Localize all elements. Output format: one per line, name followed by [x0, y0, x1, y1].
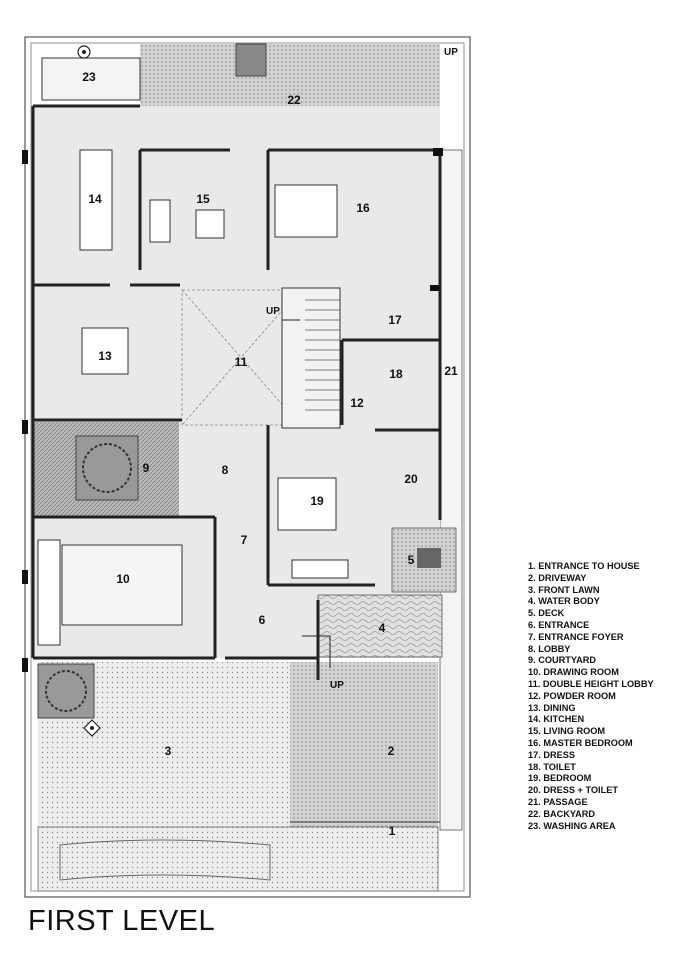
deck-table [417, 548, 441, 568]
legend-item: 10. DRAWING ROOM [528, 667, 619, 678]
lawn-tree-box [37, 663, 95, 719]
room-label-16: 16 [356, 201, 370, 215]
kitchen-island [79, 149, 113, 251]
legend-item: 20. DRESS + TOILET [528, 785, 618, 796]
room-label-7: 7 [241, 533, 248, 547]
up-label-entrance: UP [330, 680, 344, 691]
legend-item: 17. DRESS [528, 749, 575, 760]
room-label-10: 10 [116, 572, 130, 586]
legend-item: 3. FRONT LAWN [528, 584, 600, 595]
master-bed [274, 184, 338, 238]
legend-item: 8. LOBBY [528, 643, 571, 654]
dining-table [81, 327, 129, 375]
room-label-17: 17 [388, 313, 402, 327]
room-label-21: 21 [444, 364, 458, 378]
legend-item: 14. KITCHEN [528, 714, 585, 725]
entrance-arrow [302, 635, 331, 668]
room-label-12: 12 [350, 396, 364, 410]
drawing-sofa [37, 539, 61, 646]
legend-item: 16. MASTER BEDROOM [528, 737, 633, 748]
driveway-paving [290, 662, 438, 827]
washing-area [41, 57, 141, 101]
legend-item: 9. COURTYARD [528, 655, 597, 666]
drawing-rug [61, 544, 183, 626]
section-marker-bottom [83, 719, 101, 737]
room-label-19: 19 [310, 494, 324, 508]
legend-item: 18. TOILET [528, 761, 576, 772]
legend-item: 11. DOUBLE HEIGHT LOBBY [528, 678, 654, 689]
legend-item: 5. DECK [528, 608, 565, 619]
front-entrance-strip [37, 826, 439, 892]
living-sofa [149, 199, 171, 243]
room-label-11: 11 [235, 355, 248, 369]
room-label-20: 20 [404, 472, 418, 486]
water-body [317, 594, 443, 658]
legend-item: 6. ENTRANCE [528, 619, 590, 630]
up-label-backyard: UP [444, 47, 458, 58]
front-hedge [59, 839, 271, 881]
staircase [281, 287, 341, 429]
room-label-2: 2 [388, 744, 395, 758]
legend-item: 22. BACKYARD [528, 808, 596, 819]
room-label-6: 6 [259, 613, 266, 627]
legend-item: 7. ENTRANCE FOYER [528, 631, 624, 642]
room-label-1: 1 [389, 824, 396, 838]
living-chair [195, 209, 225, 239]
legend-item: 1. ENTRANCE TO HOUSE [528, 561, 640, 571]
room-label-13: 13 [98, 349, 112, 363]
room-label-3: 3 [165, 744, 172, 758]
lawn-tree [45, 670, 87, 712]
legend-item: 21. PASSAGE [528, 796, 588, 807]
room-label-14: 14 [88, 192, 102, 206]
legend-item: 15. LIVING ROOM [528, 726, 606, 737]
bedroom-bed [277, 477, 337, 531]
room-label-5: 5 [408, 553, 415, 567]
courtyard-tree [82, 443, 132, 493]
room-label-23: 23 [82, 70, 96, 84]
walls [31, 104, 442, 680]
legend-item: 12. POWDER ROOM [528, 690, 616, 701]
room-legend: 1. ENTRANCE TO HOUSE 2. DRIVEWAY 3. FRON… [528, 561, 654, 832]
wall-columns [22, 148, 443, 672]
legend-item: 13. DINING [528, 702, 576, 713]
up-label-stair: UP [266, 306, 280, 317]
backyard-tree-box [235, 43, 267, 77]
stair-treads [305, 299, 340, 411]
room-label-8: 8 [222, 463, 229, 477]
room-label-4: 4 [379, 621, 386, 635]
legend-item: 19. BEDROOM [528, 773, 592, 784]
section-marker-top [77, 45, 91, 59]
legend-item: 2. DRIVEWAY [528, 572, 587, 583]
room-label-15: 15 [196, 192, 210, 206]
legend-item: 23. WASHING AREA [528, 820, 616, 831]
passage-strip [439, 149, 463, 831]
room-label-22: 22 [287, 93, 301, 107]
bedroom-sofa [291, 559, 349, 579]
level-title: FIRST LEVEL [28, 905, 216, 937]
legend-item: 4. WATER BODY [528, 596, 600, 607]
room-label-18: 18 [389, 367, 403, 381]
courtyard-tree-box [75, 435, 139, 501]
room-label-9: 9 [143, 461, 150, 475]
